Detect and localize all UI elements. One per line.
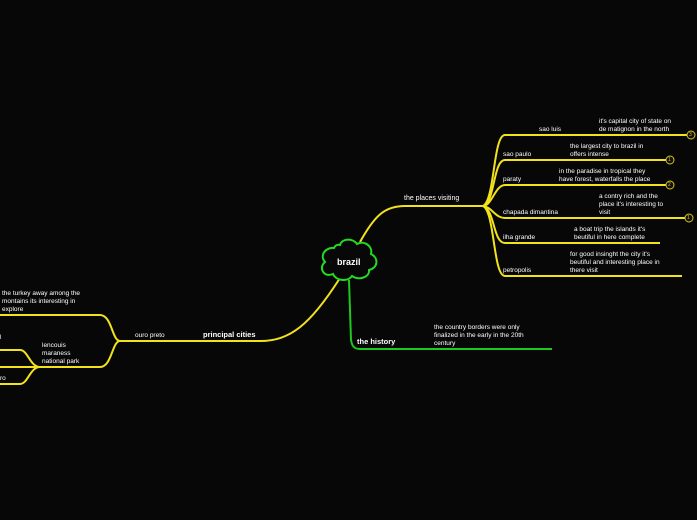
note-sao-paulo: the largest city to brazil in offers int… — [570, 143, 644, 158]
note-ilha-grande: a boat trip the islands it's beutiful in… — [574, 226, 646, 241]
cities-connectors — [0, 314, 121, 385]
topic-sao-paulo[interactable]: sao paulo — [503, 151, 532, 158]
topic-chapada-dimantina[interactable]: chapada dimantina — [503, 209, 558, 216]
badge-number-chapada: 1 — [687, 215, 690, 221]
connector-cut-a — [0, 349, 41, 368]
connector-paraty — [482, 184, 670, 207]
branch-line-history — [348, 279, 552, 350]
note-history: the country borders were only finalized … — [434, 324, 524, 347]
note-turkey: the turkey away among the montains its i… — [2, 290, 81, 313]
connector-turkey — [0, 314, 121, 342]
places-connectors — [482, 134, 690, 277]
badge-sao-luis — [686, 130, 696, 140]
connector-sao-luis — [482, 134, 690, 207]
topic-cut-b[interactable]: ro — [0, 375, 6, 382]
badge-sao-paulo — [665, 155, 675, 165]
topic-paraty[interactable]: paraty — [503, 176, 522, 183]
root-cloud[interactable] — [321, 238, 378, 281]
note-paraty: in the paradise in tropical they have fo… — [559, 168, 651, 183]
connector-petropolis — [482, 205, 682, 277]
badges — [665, 130, 696, 223]
badge-number-sao-luis: 3 — [689, 132, 692, 138]
badge-paraty — [665, 180, 675, 190]
badge-number-paraty: 2 — [668, 182, 671, 188]
branch-line-cities — [120, 277, 341, 342]
badge-chapada — [684, 213, 694, 223]
branch-line-places — [359, 205, 483, 243]
topic-ilha-grande[interactable]: ilha grande — [503, 234, 536, 241]
topic-history[interactable]: the history — [357, 337, 396, 346]
topic-principal-cities[interactable]: principal cities — [203, 330, 256, 339]
topic-petropolis[interactable]: petropolis — [503, 267, 532, 274]
connector-lencouis — [0, 340, 121, 368]
badge-number-sao-paulo: 1 — [668, 157, 671, 163]
note-chapada-dimantina: a contry rich and the place it's interes… — [599, 193, 664, 216]
topic-ouro-preto[interactable]: ouro preto — [135, 332, 165, 339]
connector-cut-b — [0, 366, 41, 385]
root-topic[interactable]: brazil — [337, 257, 361, 267]
topic-lencouis[interactable]: lencouis maraness national park — [42, 342, 80, 365]
topic-cut-a[interactable]: l — [0, 334, 2, 341]
note-petropolis: for good insinght the city it's beutiful… — [570, 251, 660, 274]
note-sao-luis: it's capital city of state on de matigno… — [599, 118, 672, 133]
topic-places[interactable]: the places visiting — [404, 195, 460, 202]
topic-sao-luis[interactable]: sao luis — [539, 126, 562, 133]
